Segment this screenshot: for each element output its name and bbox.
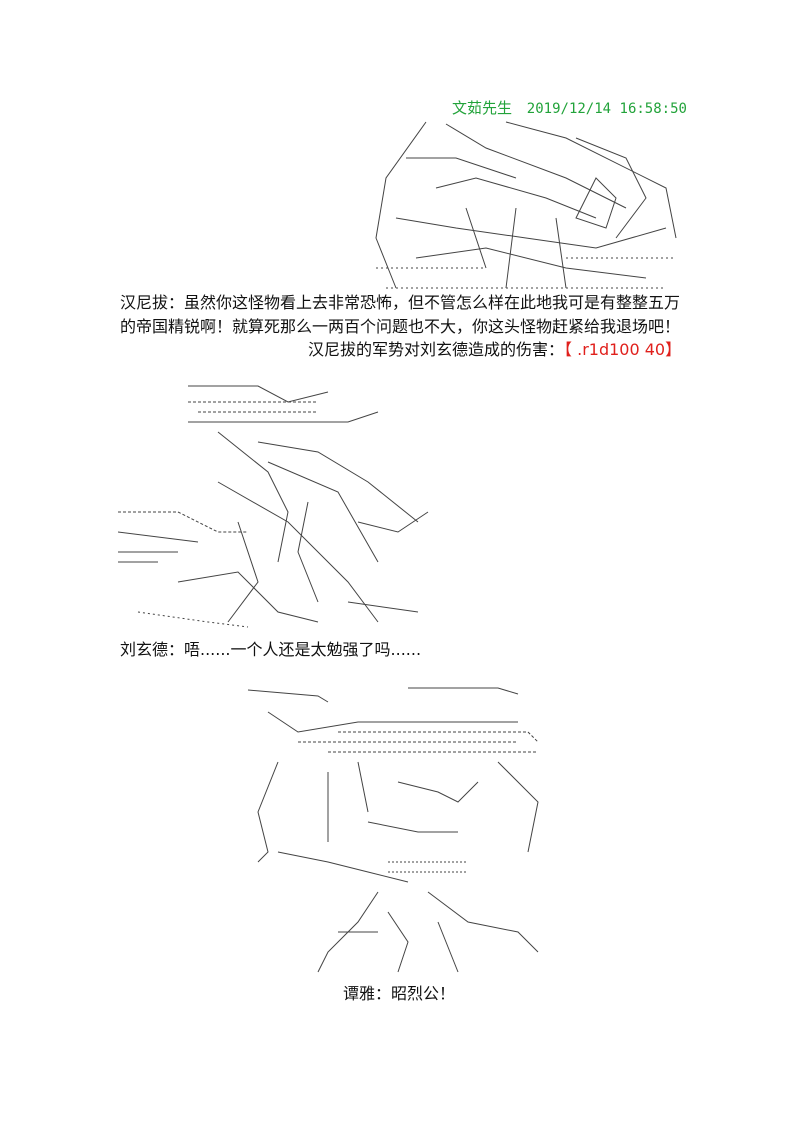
dialogue-line: 谭雅：昭烈公！ — [343, 984, 456, 1003]
dialogue-line: 的帝国精锐啊！就算死那么一两百个问题也不大，你这头怪物赶紧给我退场吧！ — [120, 317, 681, 336]
post-header: 文茹先生 2019/12/14 16:58:50 — [452, 97, 687, 118]
ascii-art-tan-ya-icon — [247, 687, 539, 973]
dice-roll-result: 【 .r1d100 40】 — [564, 340, 682, 359]
damage-roll-line: 汉尼拔的军势对刘玄德造成的伤害：【 .r1d100 40】 — [308, 340, 681, 360]
dialogue-line: 刘玄德：唔......一个人还是太勉强了吗...... — [120, 640, 422, 659]
ascii-art-1 — [366, 118, 686, 294]
dialogue-line: 汉尼拔：虽然你这怪物看上去非常恐怖，但不管怎么样在此地我可是有整整五万 — [120, 293, 681, 312]
ascii-art-3 — [238, 682, 554, 978]
post-timestamp: 2019/12/14 16:58:50 — [526, 101, 687, 117]
ascii-art-warlord-icon — [375, 121, 677, 289]
post-author[interactable]: 文茹先生 — [452, 99, 513, 117]
ascii-art-liu-xuande-icon — [118, 385, 429, 628]
ascii-art-2 — [118, 382, 430, 632]
damage-label: 汉尼拔的军势对刘玄德造成的伤害： — [308, 340, 565, 359]
